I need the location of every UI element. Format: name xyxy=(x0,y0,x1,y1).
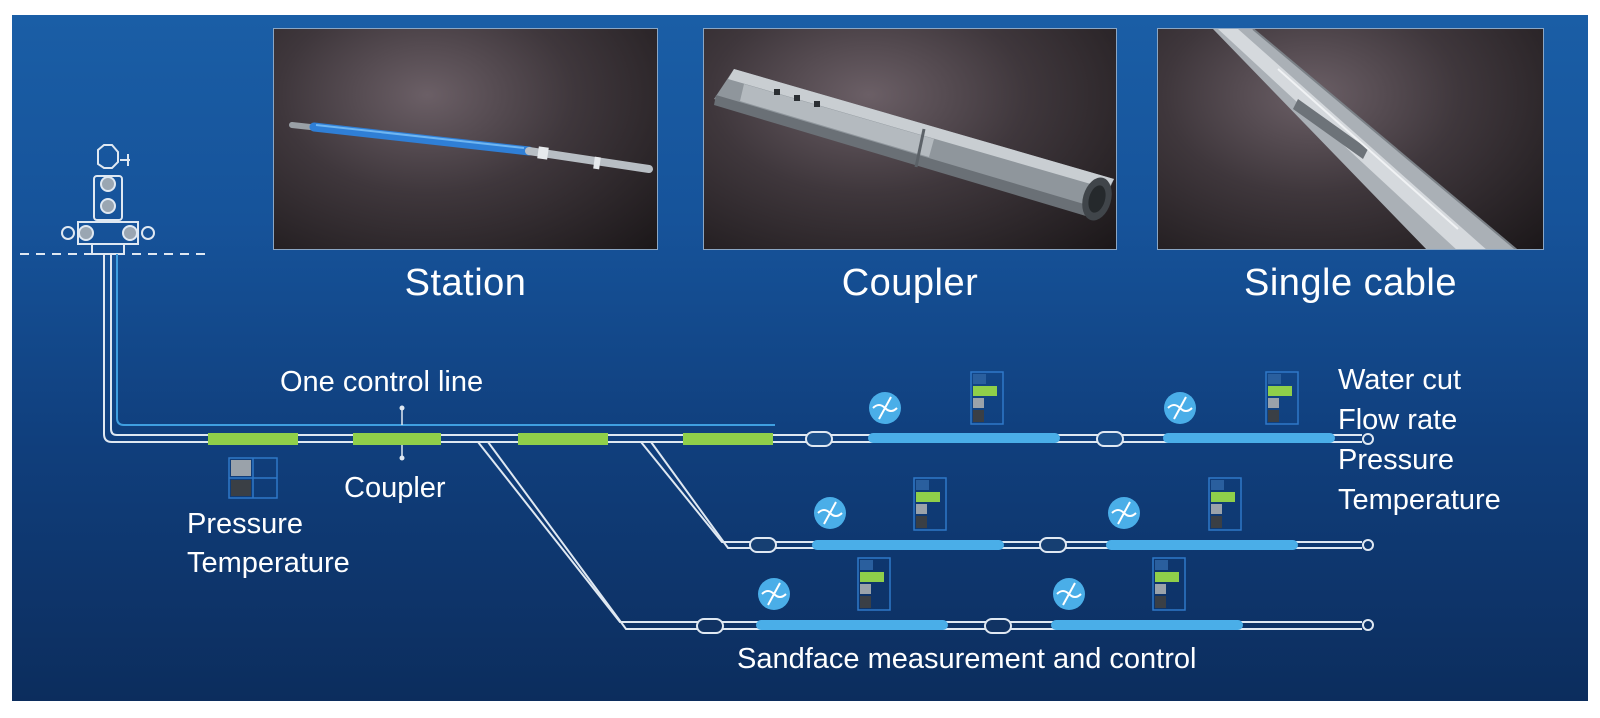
flow-control-valve-icon xyxy=(1164,392,1196,424)
coupler-label: Coupler xyxy=(344,472,446,504)
pressure-temperature-gauge-icon xyxy=(228,457,278,499)
flow-control-valve-icon xyxy=(1053,578,1085,610)
multi-sensor-gauge-icon xyxy=(857,557,891,611)
station-marker xyxy=(353,433,441,445)
temperature-label: Temperature xyxy=(187,547,350,579)
station-marker xyxy=(518,433,608,445)
station-marker xyxy=(683,433,773,445)
wellhead-icon xyxy=(61,144,155,255)
lateral-1 xyxy=(800,431,1374,447)
control-line xyxy=(116,254,775,426)
lateral-3 xyxy=(696,618,1374,634)
control-line-label: One control line xyxy=(280,366,484,398)
multi-sensor-gauge-icon xyxy=(913,477,947,531)
main-tubing xyxy=(103,254,800,443)
flow-control-valve-icon xyxy=(814,497,846,529)
sandface-label: Sandface measurement and control xyxy=(737,643,1197,675)
pressure-label: Pressure xyxy=(187,508,304,540)
flow-control-valve-icon xyxy=(758,578,790,610)
multi-sensor-gauge-icon xyxy=(1208,477,1242,531)
station-photo xyxy=(273,28,658,250)
multi-sensor-gauge-icon xyxy=(1265,371,1299,425)
coupler-photo xyxy=(703,28,1117,250)
measurement-pressure: Pressure xyxy=(1338,444,1455,476)
flow-control-valve-icon xyxy=(1108,497,1140,529)
single-cable-caption: Single cable xyxy=(1243,262,1458,304)
coupler-caption: Coupler xyxy=(841,262,979,304)
station-caption: Station xyxy=(404,262,527,304)
measurement-water-cut: Water cut xyxy=(1338,364,1462,396)
flow-control-valve-icon xyxy=(869,392,901,424)
station-marker xyxy=(208,433,298,445)
lateral-branch-lines xyxy=(477,441,750,630)
multi-sensor-gauge-icon xyxy=(970,371,1004,425)
lateral-2 xyxy=(749,537,1374,553)
measurement-temperature: Temperature xyxy=(1338,484,1501,516)
multi-sensor-gauge-icon xyxy=(1152,557,1186,611)
measurement-flow-rate: Flow rate xyxy=(1338,404,1458,436)
single-cable-photo xyxy=(1157,28,1544,250)
